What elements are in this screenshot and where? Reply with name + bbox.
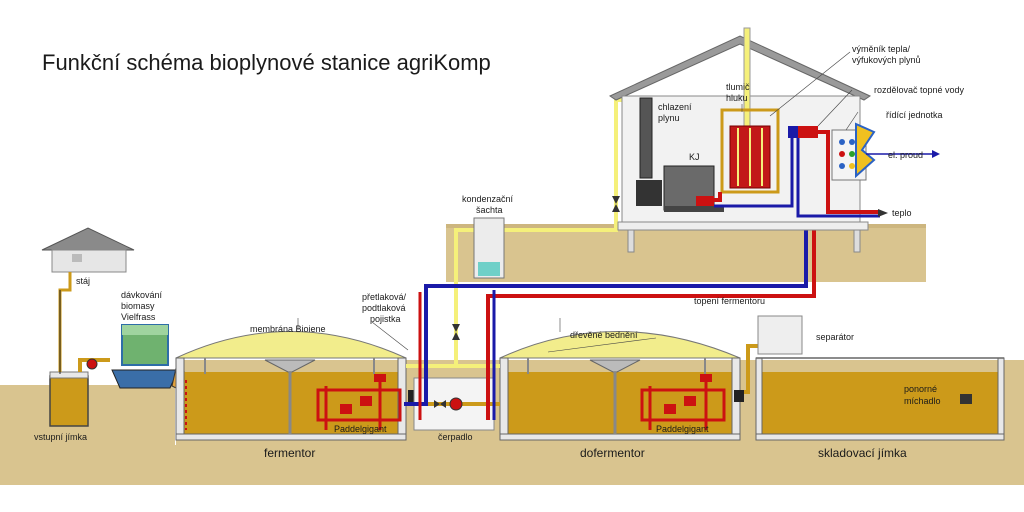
label-dosing-2: biomasy: [121, 301, 155, 311]
label-safety-2: podtlaková: [362, 303, 406, 313]
label-dosing-1: dávkování: [121, 290, 163, 300]
heat-exchanger: [720, 27, 780, 194]
label-barn: stáj: [76, 276, 91, 286]
inlet-pit: [49, 272, 110, 427]
label-electricity: el. proud: [888, 150, 924, 160]
label-paddle-fermentor: Paddelgigant: [334, 424, 387, 434]
label-separator: separátor: [816, 332, 855, 342]
label-mixer-2: míchadlo: [904, 396, 941, 406]
label-chp: KJ: [689, 152, 700, 162]
label-dosing-3: Vielfrass: [121, 312, 156, 322]
control-unit: [831, 122, 940, 217]
label-condensation-1: kondenzační: [462, 194, 514, 204]
heat-distributor: [700, 126, 880, 218]
fermentor-tank: [175, 331, 407, 441]
label-silencer-2: hluku: [726, 93, 748, 103]
barn: [41, 227, 135, 273]
label-cooling-1: chlazení: [658, 102, 692, 112]
label-fermentor-heating: topení fermentoru: [694, 296, 766, 306]
gas-cooler: [639, 97, 653, 179]
chp-unit: [636, 165, 724, 212]
label-mixer-1: ponorné: [904, 384, 938, 394]
label-pump: čerpadlo: [438, 432, 473, 442]
label-paddle-dofermentor: Paddelgigant: [656, 424, 709, 434]
storage-pit: [755, 315, 1005, 441]
dofermentor-tank: [499, 331, 760, 441]
label-heat: teplo: [892, 208, 912, 218]
label-safety-1: přetlaková/: [362, 292, 407, 302]
label-wood-cladding: dřevěné bednění: [570, 330, 638, 340]
label-exchanger-1: výměník tepla/: [852, 44, 911, 54]
label-distributor: rozdělovač topné vody: [874, 85, 965, 95]
label-membrane: membrána Bioiene: [250, 324, 326, 334]
dosing-unit: [111, 324, 191, 393]
label-cooling-2: plynu: [658, 113, 680, 123]
leader-lines: [297, 51, 859, 353]
label-exchanger-2: výfukových plynů: [852, 55, 921, 65]
label-safety-3: pojistka: [370, 314, 401, 324]
label-inlet-pit: vstupní jímka: [34, 432, 88, 442]
label-silencer-1: tlumič: [726, 82, 750, 92]
page-title: Funkční schéma bioplynové stanice agriKo…: [42, 50, 491, 75]
label-control-unit: řídící jednotka: [886, 110, 943, 120]
paddle-agitator-dofermentor: [640, 374, 744, 430]
label-storage-pit: skladovací jímka: [818, 446, 907, 460]
label-fermentor: fermentor: [264, 446, 316, 460]
condensation-shaft: [473, 217, 505, 279]
paddle-agitator-fermentor: [316, 374, 418, 430]
label-condensation-2: šachta: [476, 205, 503, 215]
label-dofermentor: dofermentor: [580, 446, 645, 460]
